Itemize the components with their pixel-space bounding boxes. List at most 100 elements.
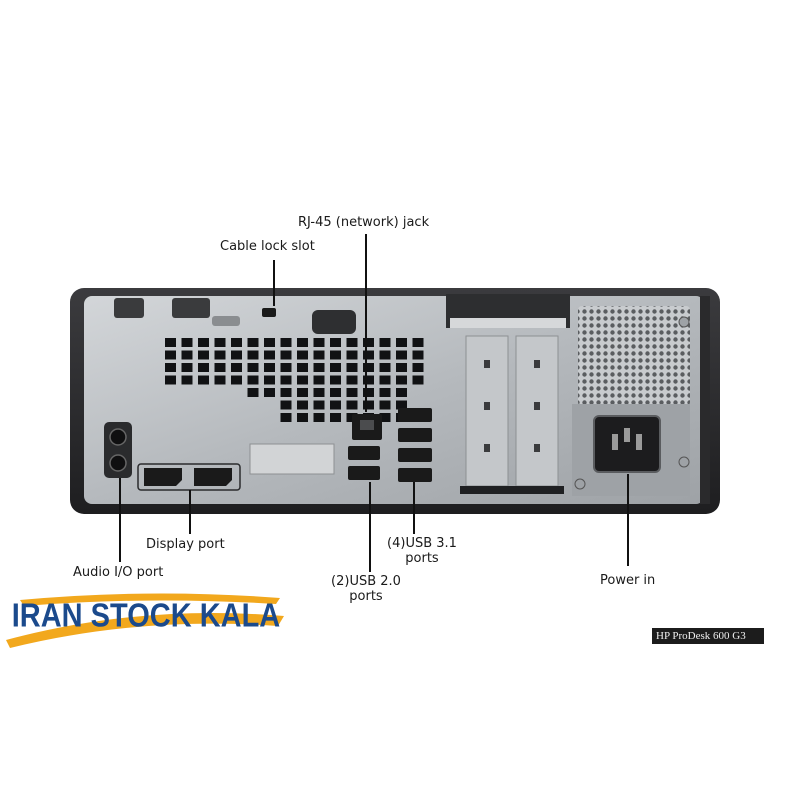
vent-hole [214, 350, 226, 360]
vent-hole [396, 375, 407, 385]
vent-hole [231, 363, 242, 372]
vent-hole [247, 338, 259, 347]
vent-hole [280, 413, 292, 422]
logo-swoosh [6, 613, 284, 648]
vent-hole [247, 388, 259, 397]
vent-hole [280, 363, 292, 372]
vent-hole [330, 400, 341, 410]
vent-hole [297, 375, 308, 385]
vent-hole [165, 375, 176, 385]
vent-hole [330, 413, 341, 422]
top-center-knob [312, 310, 356, 334]
vent-hole [346, 338, 358, 347]
vent-hole [247, 363, 259, 372]
logo-swoosh-top [20, 593, 280, 606]
vent-hole [297, 363, 308, 372]
power-inlet-pin-left [612, 434, 618, 450]
product-caption: HP ProDesk 600 G3 [652, 628, 764, 644]
vent-hole [297, 338, 308, 347]
usb20-port-2 [348, 466, 380, 480]
vent-hole [264, 350, 275, 360]
vent-hole [231, 375, 242, 385]
vent-hole [346, 350, 358, 360]
power-inlet [593, 415, 661, 473]
label-cable-lock: Cable lock slot [220, 239, 315, 254]
vent-hole [214, 375, 226, 385]
vent-hole [330, 350, 341, 360]
vent-hole [181, 338, 193, 347]
audio-port-bottom [109, 454, 127, 472]
vent-hole [330, 338, 341, 347]
vent-hole [280, 350, 292, 360]
usb31-port-3 [398, 448, 432, 462]
iran-stock-kala-logo: IRAN STOCK KALA [6, 593, 284, 648]
vent-hole [330, 363, 341, 372]
psu-screw-2 [574, 478, 586, 490]
usb31-port-1 [398, 408, 432, 422]
label-usb31: (4)USB 3.1 ports [382, 536, 462, 566]
vent-hole [363, 363, 374, 372]
usb31-port-4 [398, 468, 432, 482]
vent-hole [165, 363, 176, 372]
power-inlet-pin-center [624, 428, 630, 442]
vent-hole [231, 350, 242, 360]
vent-hole [396, 388, 407, 397]
blank-cover-plate [249, 443, 335, 475]
psu-screw-3 [678, 456, 690, 468]
vent-hole [379, 388, 391, 397]
expansion-bracket-bar [450, 318, 566, 328]
vent-hole [313, 388, 325, 397]
vent-hole [165, 338, 176, 347]
usb31-port-2 [398, 428, 432, 442]
expansion-bottom-rail [460, 486, 564, 494]
vent-hole [264, 388, 275, 397]
psu-screw-1 [678, 316, 690, 328]
vent-hole [412, 375, 424, 385]
vent-hole [181, 350, 193, 360]
label-usb31-line1: (4)USB 3.1 [387, 536, 457, 551]
vent-hole [412, 338, 424, 347]
expansion-slot-1-dot-top [484, 360, 490, 368]
vent-hole [379, 338, 391, 347]
vent-hole [247, 375, 259, 385]
psu-fan-grill [578, 306, 690, 406]
vent-hole [346, 388, 358, 397]
vent-hole [231, 338, 242, 347]
vent-hole [313, 350, 325, 360]
vent-hole [363, 400, 374, 410]
vent-hole [363, 350, 374, 360]
vent-hole [264, 363, 275, 372]
vent-hole [297, 350, 308, 360]
vent-hole [379, 350, 391, 360]
vent-hole [198, 363, 209, 372]
vent-hole [379, 363, 391, 372]
vent-hole [313, 363, 325, 372]
vent-hole [379, 375, 391, 385]
vent-hole [198, 350, 209, 360]
vent-hole [264, 338, 275, 347]
expansion-slot-2-dot-mid [534, 402, 540, 410]
vent-hole [297, 400, 308, 410]
vent-hole [181, 375, 193, 385]
vent-hole [396, 338, 407, 347]
vent-hole [396, 363, 407, 372]
expansion-slot-1-dot-mid [484, 402, 490, 410]
label-usb20-line2: ports [349, 589, 383, 604]
vent-hole [346, 363, 358, 372]
vent-hole [297, 413, 308, 422]
cable-lock-slot [262, 308, 276, 317]
label-usb20: (2)USB 2.0 ports [326, 574, 406, 604]
vent-hole [280, 400, 292, 410]
vent-hole [330, 388, 341, 397]
vent-hole [247, 350, 259, 360]
vent-hole [346, 375, 358, 385]
usb20-port-1 [348, 446, 380, 460]
power-inlet-pin-right [636, 434, 642, 450]
expansion-slot-2-dot-bot [534, 444, 540, 452]
vent-hole [313, 338, 325, 347]
vent-hole [181, 363, 193, 372]
label-usb31-line2: ports [405, 551, 439, 566]
label-power-in: Power in [600, 573, 656, 588]
vent-hole [280, 375, 292, 385]
vent-hole [264, 375, 275, 385]
